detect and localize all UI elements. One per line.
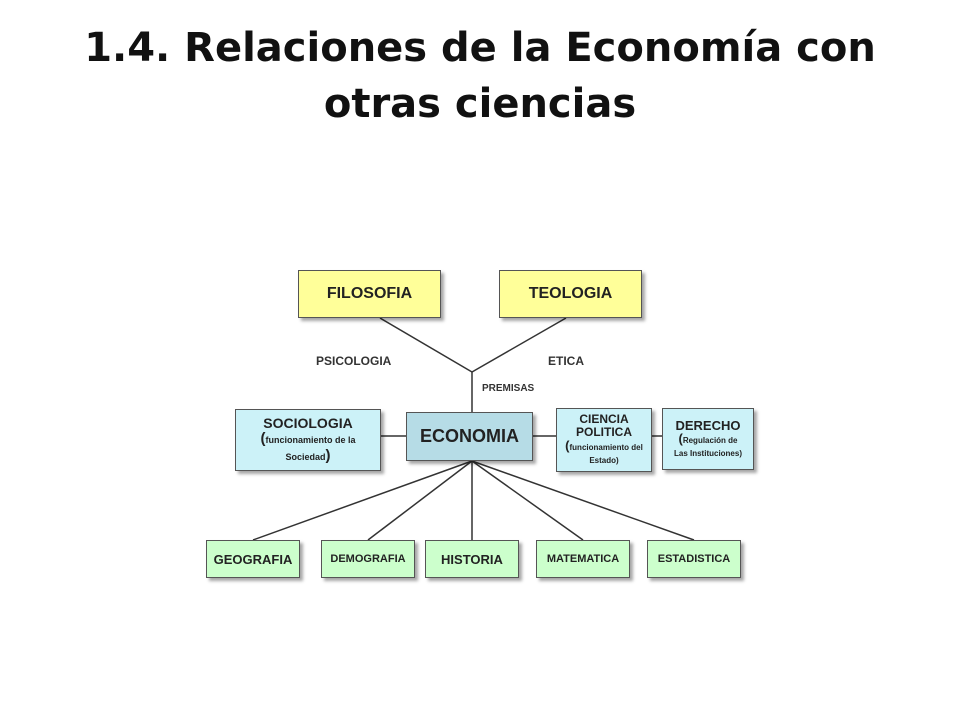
sociologia-close-paren: ) [325, 446, 331, 464]
slide-title-line-2: otras ciencias [323, 81, 637, 127]
filosofia-label: FILOSOFIA [326, 285, 413, 302]
historia-box: HISTORIA [425, 540, 519, 578]
ciencia-politica-open-paren: ( [565, 438, 570, 453]
sociologia-open-paren: ( [260, 429, 266, 447]
demografia-label: DEMOGRAFIA [330, 553, 406, 565]
etica-label: ETICA [548, 354, 584, 368]
sociologia-detail-b: Sociedad [285, 451, 326, 462]
derecho-title: DERECHO [675, 417, 741, 433]
line-filosofia [379, 317, 473, 373]
ciencia-politica-detail-b: Estado) [589, 456, 619, 465]
ciencia-politica-box: CIENCIA POLITICA (funcionamiento del Est… [556, 408, 652, 472]
ciencia-politica-title-b: POLITICA [576, 425, 632, 439]
estadistica-box: ESTADISTICA [647, 540, 741, 578]
premisas-label: PREMISAS [482, 383, 535, 394]
teologia-box: TEOLOGIA [499, 270, 642, 318]
geografia-box: GEOGRAFIA [206, 540, 300, 578]
matematica-box: MATEMATICA [536, 540, 630, 578]
slide-title-line-1: 1.4. Relaciones de la Economía con [84, 25, 876, 71]
sociologia-detail-a: funcionamiento de la [265, 434, 356, 445]
estadistica-label: ESTADISTICA [657, 553, 731, 565]
derecho-box: DERECHO (Regulación de Las Instituciones… [662, 408, 754, 470]
derecho-detail-a: Regulación de [682, 435, 738, 445]
sociologia-box: SOCIOLOGIA (funcionamiento de la Socieda… [235, 409, 381, 471]
derecho-open-paren: ( [678, 430, 683, 446]
historia-label: HISTORIA [441, 551, 503, 567]
matematica-label: MATEMATICA [546, 553, 620, 565]
line-estadistica [471, 460, 695, 541]
line-demografia [367, 460, 473, 541]
line-matematica [471, 460, 584, 541]
line-geografia [252, 460, 473, 541]
economia-box: ECONOMIA [406, 412, 533, 461]
teologia-label: TEOLOGIA [528, 285, 613, 302]
economia-label: ECONOMIA [420, 426, 519, 446]
sociologia-title: SOCIOLOGIA [263, 414, 353, 431]
line-teologia [471, 317, 567, 373]
derecho-detail-b: Las Instituciones) [673, 448, 742, 458]
geografia-label: GEOGRAFIA [213, 551, 293, 567]
demografia-box: DEMOGRAFIA [321, 540, 415, 578]
filosofia-box: FILOSOFIA [298, 270, 441, 318]
ciencia-politica-detail-a: funcionamiento del [569, 443, 643, 452]
ciencia-politica-title-a: CIENCIA [579, 412, 629, 426]
psicologia-label: PSICOLOGIA [316, 354, 392, 368]
slide-title: 1.4. Relaciones de la Economía con otras… [40, 20, 920, 132]
